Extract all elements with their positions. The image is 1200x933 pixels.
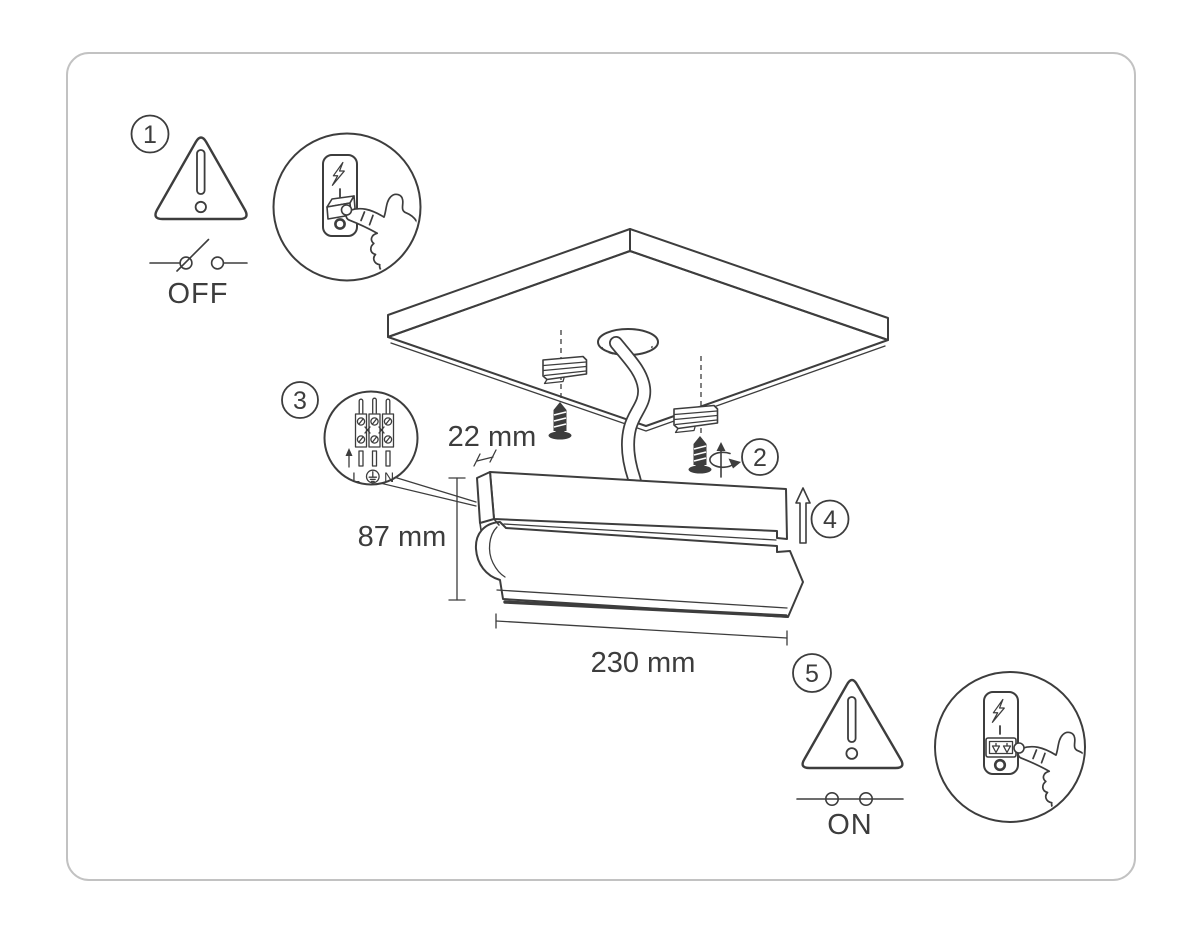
step-5-badge xyxy=(792,653,832,693)
screw-icon xyxy=(687,435,713,475)
bracket-lamp-gap-line xyxy=(503,523,777,541)
dimension-22mm: 22 mm xyxy=(448,421,537,467)
step-4-badge xyxy=(810,499,850,539)
wall-switch-detail-circle xyxy=(272,132,422,282)
ceiling-panel xyxy=(387,228,889,432)
sheet-border xyxy=(66,52,1136,881)
on-label: ON xyxy=(827,809,873,841)
leader-line xyxy=(379,482,477,507)
push-up-arrow-icon xyxy=(795,487,811,544)
ceiling-side-hatched-right xyxy=(629,228,889,341)
step-5: 5 ON xyxy=(792,653,1086,841)
step-3: L N 3 xyxy=(281,381,477,507)
step-4: 4 xyxy=(795,487,850,544)
warning-triangle-icon xyxy=(154,136,248,221)
dimension-87mm-label: 87 mm xyxy=(358,521,447,553)
step-1: 1 OFF xyxy=(130,114,422,310)
indicator-dot xyxy=(993,758,1007,772)
screw-icon xyxy=(547,401,573,441)
bracket-side-face xyxy=(476,471,495,524)
step-1-number: 1 xyxy=(143,121,157,149)
lamp-pivot-edge xyxy=(488,526,506,578)
lamp-bottom-edge xyxy=(503,600,788,618)
earth-symbol-icon xyxy=(365,469,380,484)
leader-line xyxy=(393,476,477,503)
downlight-icon xyxy=(991,742,1001,754)
fingertip xyxy=(1013,742,1025,754)
terminal-label-live: L xyxy=(352,469,360,485)
step-2-number: 2 xyxy=(753,444,767,472)
fingertip xyxy=(340,204,353,216)
step-3-badge xyxy=(281,381,319,419)
step-2-badge xyxy=(741,438,779,476)
rocker-switch-pressed xyxy=(985,737,1017,758)
step-2: 2 xyxy=(542,330,779,478)
step-3-number: 3 xyxy=(293,387,307,415)
step-4-number: 4 xyxy=(823,506,837,534)
rotation-arrow-icon xyxy=(709,442,741,478)
bracket-notch xyxy=(479,518,500,531)
insert-arrow-icon xyxy=(345,448,353,468)
downlight-icon xyxy=(1002,742,1012,754)
ceiling-edge-highlight xyxy=(390,342,886,432)
wall-anchor-icon xyxy=(673,404,719,434)
step-5-number: 5 xyxy=(805,660,819,688)
warning-triangle-icon xyxy=(801,678,904,770)
open-switch-icon xyxy=(149,238,248,272)
power-cable xyxy=(609,336,652,500)
step-1-badge xyxy=(130,114,170,154)
off-label: OFF xyxy=(168,278,229,310)
dimension-22mm-label: 22 mm xyxy=(448,421,537,453)
closed-switch-icon xyxy=(796,791,904,806)
terminal-block: L N xyxy=(345,397,395,485)
indicator-dot xyxy=(334,218,346,230)
lamp-lens-line xyxy=(496,589,788,609)
dimension-230mm-label: 230 mm xyxy=(591,647,696,679)
dimension-87mm: 87 mm xyxy=(358,477,466,601)
terminal-label-neutral: N xyxy=(384,469,394,485)
wall-switch-detail-circle xyxy=(934,671,1086,823)
dimension-230mm: 230 mm xyxy=(495,613,788,679)
light-fixture xyxy=(474,471,804,618)
